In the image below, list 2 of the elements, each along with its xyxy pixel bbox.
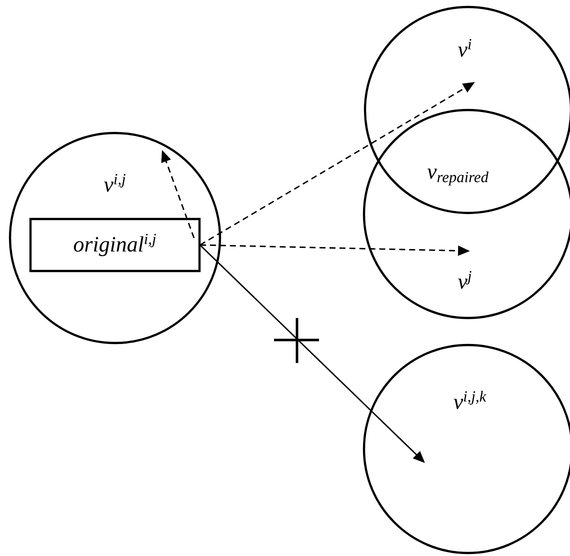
intersection-label: v$_{repaired}$ <box>427 168 488 186</box>
text-box: original$^{i,j}$ <box>29 218 201 272</box>
